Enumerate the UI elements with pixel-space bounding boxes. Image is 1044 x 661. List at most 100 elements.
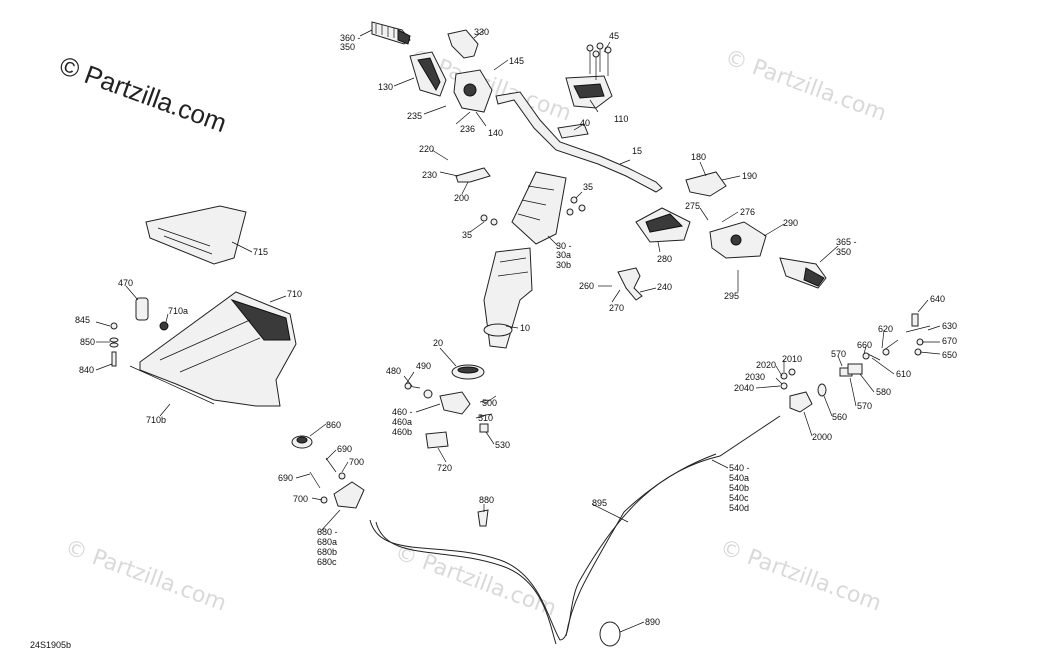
console-cover bbox=[145, 205, 247, 265]
bar-clamp-small bbox=[557, 123, 589, 139]
callout-2040: 2040 bbox=[734, 383, 754, 393]
callout-15: 15 bbox=[632, 146, 642, 156]
ring-560 bbox=[817, 383, 827, 397]
callout-365: 365 - bbox=[836, 237, 857, 247]
callout-260: 260 bbox=[579, 281, 594, 291]
throttle-cable bbox=[369, 415, 781, 645]
callout-labels: 360 - 350 330 45 145 130 110 235 236 140… bbox=[75, 27, 957, 627]
callout-680b: 680b bbox=[317, 547, 337, 557]
callout-30a: 30a bbox=[556, 250, 571, 260]
callout-350: 350 bbox=[340, 42, 355, 52]
callout-510: 510 bbox=[478, 413, 493, 423]
callout-540a: 540a bbox=[729, 473, 749, 483]
adjuster-570-580 bbox=[839, 363, 863, 377]
callout-30: 30 - bbox=[556, 241, 572, 251]
callout-540b: 540b bbox=[729, 483, 749, 493]
switch-housing bbox=[453, 69, 493, 113]
callout-710b: 710b bbox=[146, 415, 166, 425]
callout-710: 710 bbox=[287, 289, 302, 299]
callout-295: 295 bbox=[724, 291, 739, 301]
callout-236: 236 bbox=[460, 124, 475, 134]
rubber-plug bbox=[135, 297, 149, 321]
throttle-housing bbox=[447, 29, 479, 59]
callout-145: 145 bbox=[509, 56, 524, 66]
callout-140: 140 bbox=[488, 128, 503, 138]
pins-500-510 bbox=[479, 395, 497, 417]
bolts-690 bbox=[309, 457, 337, 489]
callout-540d: 540d bbox=[729, 503, 749, 513]
throttle-block bbox=[709, 221, 767, 259]
callout-640: 640 bbox=[930, 294, 945, 304]
document-reference: 24S1905b bbox=[30, 640, 72, 650]
screw-480 bbox=[404, 382, 421, 390]
callout-480: 480 bbox=[386, 366, 401, 376]
callout-2020: 2020 bbox=[756, 360, 776, 370]
callout-460: 460 - bbox=[392, 407, 413, 417]
callout-680c: 680c bbox=[317, 557, 337, 567]
callout-200: 200 bbox=[454, 193, 469, 203]
callout-220: 220 bbox=[419, 144, 434, 154]
brake-lever bbox=[455, 167, 491, 183]
callout-710a: 710a bbox=[168, 306, 188, 316]
callout-40: 40 bbox=[580, 118, 590, 128]
callout-35: 35 bbox=[462, 230, 472, 240]
callout-350: 350 bbox=[836, 247, 851, 257]
callout-620: 620 bbox=[878, 324, 893, 334]
callout-130: 130 bbox=[378, 82, 393, 92]
callout-270: 270 bbox=[609, 303, 624, 313]
callout-540: 540 - bbox=[729, 463, 750, 473]
clamp-bolts bbox=[586, 42, 612, 80]
callout-660: 660 bbox=[857, 340, 872, 350]
callout-570: 570 bbox=[857, 401, 872, 411]
washer-490 bbox=[423, 389, 433, 399]
callout-30b: 30b bbox=[556, 260, 571, 270]
callout-2000: 2000 bbox=[812, 432, 832, 442]
cable-bracket bbox=[333, 481, 365, 509]
steering-shaft bbox=[483, 247, 533, 349]
right-cover bbox=[685, 171, 727, 197]
callout-190: 190 bbox=[742, 171, 757, 181]
handle-grip-right bbox=[779, 257, 827, 289]
callout-110: 110 bbox=[614, 114, 628, 124]
callout-20: 20 bbox=[433, 338, 443, 348]
callout-360: 360 - bbox=[340, 33, 361, 43]
callout-560: 560 bbox=[832, 412, 847, 422]
callout-45: 45 bbox=[609, 31, 619, 41]
callout-680a: 680a bbox=[317, 537, 337, 547]
steering-bracket bbox=[439, 391, 471, 415]
callout-580: 580 bbox=[876, 387, 891, 397]
callout-610: 610 bbox=[896, 369, 911, 379]
callout-180: 180 bbox=[691, 152, 706, 162]
callout-700: 700 bbox=[293, 494, 308, 504]
collar-720 bbox=[425, 431, 449, 449]
grommet bbox=[291, 435, 313, 449]
fasteners-845-850-840 bbox=[109, 322, 119, 367]
callout-500: 500 bbox=[482, 398, 497, 408]
callout-715: 715 bbox=[253, 247, 268, 257]
callout-630: 630 bbox=[942, 321, 957, 331]
handlebar-clamp bbox=[565, 75, 613, 109]
callout-700: 700 bbox=[349, 457, 364, 467]
callout-530: 530 bbox=[495, 440, 510, 450]
callout-240: 240 bbox=[657, 282, 672, 292]
callout-330: 330 bbox=[474, 27, 489, 37]
hand-guard bbox=[409, 51, 447, 97]
callout-880: 880 bbox=[479, 495, 494, 505]
nut-530 bbox=[479, 423, 489, 433]
cable-tie bbox=[599, 621, 621, 647]
steering-column bbox=[511, 171, 567, 245]
clip-710a bbox=[159, 321, 169, 331]
callout-280: 280 bbox=[657, 254, 672, 264]
callout-2030: 2030 bbox=[745, 372, 765, 382]
callout-230: 230 bbox=[422, 170, 437, 180]
console-body bbox=[129, 291, 297, 407]
throttle-lever bbox=[617, 267, 643, 301]
instrument-pod bbox=[635, 207, 691, 243]
callout-490: 490 bbox=[416, 361, 431, 371]
callout-235: 235 bbox=[407, 111, 422, 121]
column-bolts bbox=[480, 196, 586, 226]
handlebar bbox=[495, 91, 663, 193]
callout-10: 10 bbox=[520, 323, 530, 333]
